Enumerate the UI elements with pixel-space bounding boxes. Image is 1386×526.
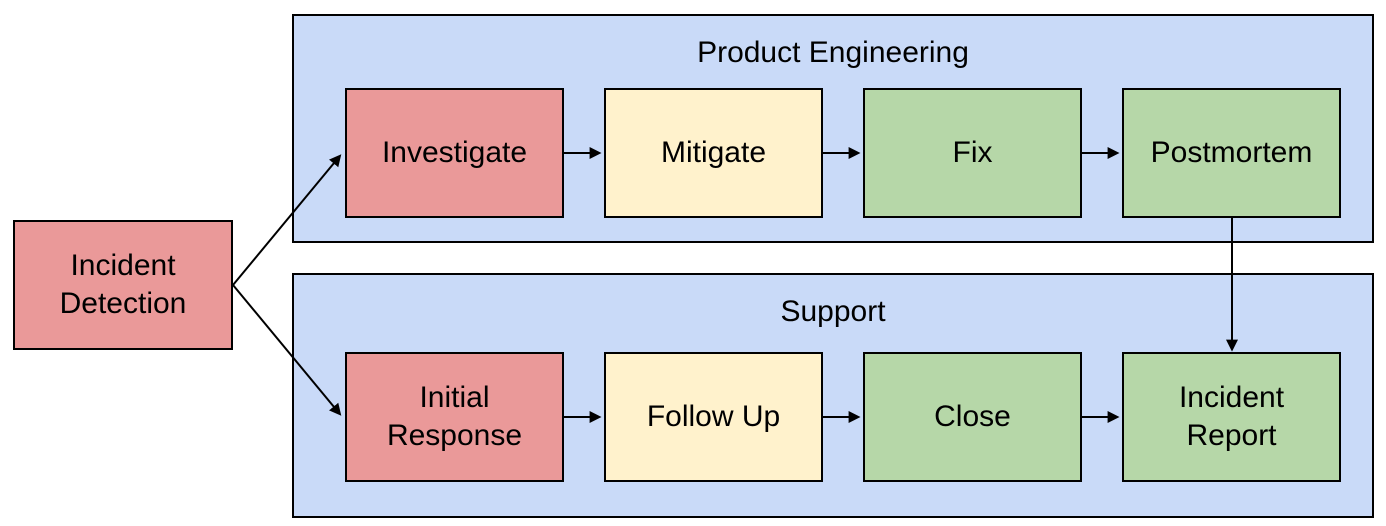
node-initial-response: Initial Response [345,352,564,482]
node-mitigate: Mitigate [604,88,823,218]
node-close: Close [863,352,1082,482]
node-fix: Fix [863,88,1082,218]
node-incident-report: Incident Report [1122,352,1341,482]
lane-title-support: Support [780,295,886,328]
node-investigate: Investigate [345,88,564,218]
node-follow-up: Follow Up [604,352,823,482]
lane-title-product-engineering: Product Engineering [697,36,969,69]
node-incident-detection: Incident Detection [13,220,233,350]
node-postmortem: Postmortem [1122,88,1341,218]
